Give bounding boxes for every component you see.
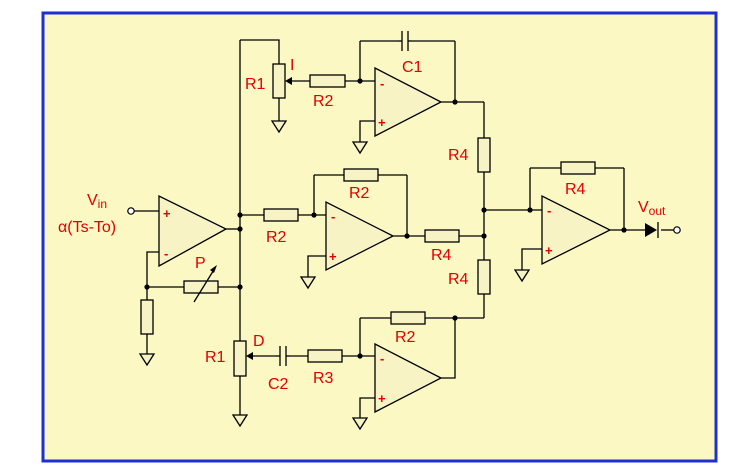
label-d: D [253,333,265,350]
label-vout: Vout [638,199,666,218]
resistor-r2-mid-feedback [343,168,379,182]
capacitor-c1 [397,31,412,51]
label-r2-top: R2 [313,93,334,110]
label-c1: C1 [402,59,423,76]
label-vin: Vin [87,192,107,211]
opamp-output-plus: + [545,243,553,258]
opamp-proportional-minus: - [331,209,335,224]
vout-terminal [673,226,681,234]
label-r4-upper: R4 [448,147,469,164]
label-vin-expression: α(Ts-To) [58,219,116,236]
label-r4-lower: R4 [448,271,469,288]
opamp-output: - + [541,194,612,266]
label-r4-output-feedback: R4 [565,181,586,198]
resistor-r4-upper [477,137,491,173]
ground-symbols [138,120,531,431]
label-p: P [195,255,206,272]
opamp-proportional-plus: + [329,249,337,264]
potentiometer-r1-top [272,63,292,99]
label-r2-mid-input: R2 [266,229,287,246]
label-r2-mid-feedback: R2 [349,185,370,202]
label-r2-bottom: R2 [395,329,416,346]
junction-dots [144,78,627,359]
resistor-ground-input [140,299,154,335]
opamp-input-plus: + [163,206,171,221]
resistors [140,74,596,363]
resistor-r2-top [309,74,346,88]
opamp-derivative-plus: + [378,391,386,406]
label-r4-mid: R4 [431,247,452,264]
resistor-r2-bottom [390,311,426,325]
opamp-input: + - [158,194,228,268]
resistor-r4-output-feedback [560,161,596,175]
resistor-r3 [307,349,343,363]
component-labels: Vin α(Ts-To) Vout R1 I R2 C1 R4 R2 R2 R4… [58,57,666,393]
label-r1-bottom: R1 [205,349,226,366]
resistor-r4-lower [477,259,491,295]
label-i: I [290,57,294,74]
opamp-derivative: - + [374,342,443,414]
label-c2: C2 [268,376,289,393]
opamp-derivative-minus: - [380,351,384,366]
potentiometer-r1-bottom [233,340,253,377]
opamp-integral-plus: + [378,115,386,130]
label-r3: R3 [313,370,334,387]
opamp-integral-minus: - [380,76,384,91]
capacitor-c2 [276,346,290,366]
output-diode [645,222,659,238]
opamp-output-minus: - [547,203,551,218]
potentiometer-p [183,265,219,303]
resistor-r4-mid [424,229,460,243]
label-r1-top: R1 [245,76,266,93]
opamp-proportional: - + [325,200,395,272]
vin-terminal [127,207,135,215]
opamp-input-minus: - [164,246,168,261]
wires [134,39,674,418]
resistor-r2-mid-input [263,208,299,222]
opamp-integral: - + [374,66,443,138]
